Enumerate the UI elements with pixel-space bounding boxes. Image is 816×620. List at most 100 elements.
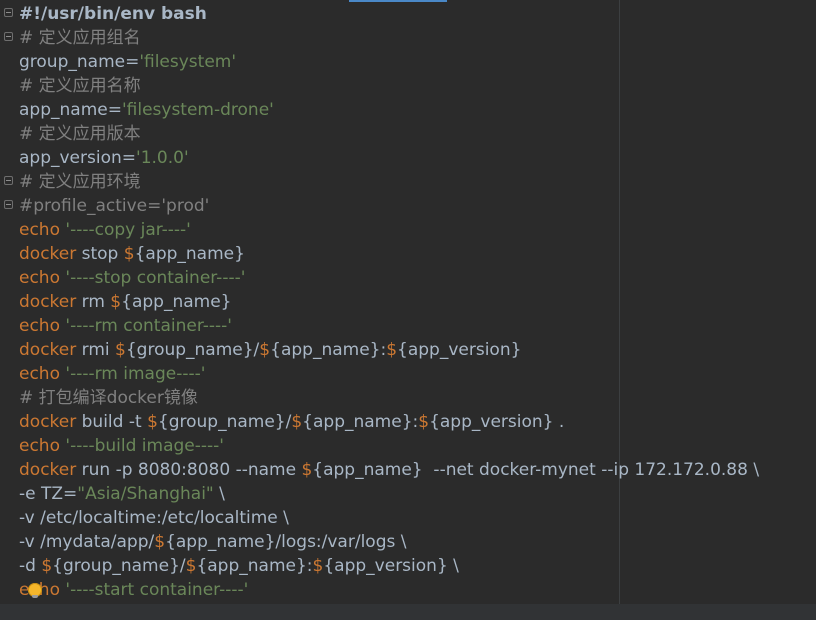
code-line[interactable]: group_name='filesystem': [19, 50, 759, 74]
code-token: rm: [76, 292, 111, 312]
code-token: 'filesystem': [139, 52, 237, 72]
code-token: {group_name}/: [125, 340, 260, 360]
code-token: echo: [19, 268, 60, 288]
code-line[interactable]: # 打包编译docker镜像: [19, 386, 759, 410]
code-token: $: [115, 340, 126, 360]
code-token: '----rm image----': [65, 364, 206, 384]
code-line[interactable]: # 定义应用环境: [19, 170, 759, 194]
code-token: docker: [19, 244, 77, 264]
code-token: -v /mydata/app/: [19, 532, 155, 552]
horizontal-scrollbar[interactable]: [0, 604, 816, 620]
code-token: $: [123, 244, 135, 264]
code-line[interactable]: docker stop ${app_name}: [19, 242, 759, 266]
code-token: {app_version} \: [323, 556, 459, 576]
code-token: $: [185, 556, 197, 576]
code-token: #profile_active='prod': [19, 196, 210, 216]
code-line[interactable]: echo '----build image----': [19, 434, 759, 458]
code-token: \: [213, 484, 225, 504]
code-token: 'filesystem-drone': [121, 100, 274, 120]
code-token: $: [110, 292, 122, 312]
code-token: -v /etc/localtime:/etc/localtime \: [19, 508, 289, 528]
code-token: # 定义应用名称: [19, 76, 141, 96]
code-token: $: [41, 556, 53, 576]
code-token: run -p 8080:8080 --name: [76, 460, 302, 480]
code-token: stop: [76, 244, 124, 264]
code-line[interactable]: docker rm ${app_name}: [19, 290, 759, 314]
code-line[interactable]: docker build -t ${group_name}/${app_name…: [19, 410, 759, 434]
code-token: '----rm container----': [65, 316, 232, 336]
code-line[interactable]: docker run -p 8080:8080 --name ${app_nam…: [19, 458, 759, 482]
code-token: # 定义应用版本: [19, 124, 141, 144]
code-token: {app_version}: [397, 340, 522, 360]
code-line[interactable]: # 定义应用版本: [19, 122, 759, 146]
code-token: {app_name}:: [270, 340, 387, 360]
code-line[interactable]: #profile_active='prod': [19, 194, 759, 218]
code-token: build -t: [76, 412, 148, 432]
code-token: {app_name}: [121, 292, 232, 312]
code-token: rmi: [76, 340, 116, 360]
code-line[interactable]: #!/usr/bin/env bash: [19, 2, 759, 26]
code-token: docker: [19, 340, 77, 360]
code-token: app_name=: [19, 100, 122, 120]
code-token: group_name=: [19, 52, 140, 72]
code-line[interactable]: echo '----copy jar----': [19, 218, 759, 242]
code-line[interactable]: echo '----rm image----': [19, 362, 759, 386]
code-token: '1.0.0': [136, 148, 189, 168]
code-token: $: [259, 340, 271, 360]
right-margin-guide: [619, 0, 620, 604]
fold-marker-icon[interactable]: [4, 200, 13, 209]
code-line[interactable]: -v /mydata/app/${app_name}/logs:/var/log…: [19, 530, 759, 554]
code-token: $: [154, 532, 166, 552]
code-token: docker: [19, 460, 77, 480]
code-token: # 定义应用组名: [19, 28, 141, 48]
code-token: {app_name}/logs:/var/logs \: [165, 532, 407, 552]
code-token: app_version=: [19, 148, 137, 168]
code-token: echo: [19, 220, 60, 240]
fold-marker-icon[interactable]: [4, 176, 13, 185]
code-token: '----build image----': [65, 436, 224, 456]
code-token: {group_name}/: [157, 412, 292, 432]
code-token: $: [386, 340, 398, 360]
code-token: {group_name}/: [52, 556, 186, 576]
code-line[interactable]: -v /etc/localtime:/etc/localtime \: [19, 506, 759, 530]
code-line[interactable]: docker rmi ${group_name}/${app_name}:${a…: [19, 338, 759, 362]
intention-bulb-icon[interactable]: [28, 583, 42, 598]
code-token: docker: [19, 292, 77, 312]
code-token: {app_name} --net docker-mynet --ip 172.1…: [312, 460, 760, 480]
code-token: "Asia/Shanghai": [77, 484, 214, 504]
code-token: # 打包编译docker镜像: [19, 388, 198, 408]
code-line[interactable]: # 定义应用组名: [19, 26, 759, 50]
fold-marker-icon[interactable]: [4, 8, 13, 17]
code-token: '----stop container----': [65, 268, 246, 288]
code-line[interactable]: echo '----start container----': [19, 578, 759, 602]
code-token: echo: [19, 316, 60, 336]
code-line[interactable]: echo '----stop container----': [19, 266, 759, 290]
code-token: $: [418, 412, 430, 432]
code-line[interactable]: app_version='1.0.0': [19, 146, 759, 170]
code-token: {app_name}:: [302, 412, 419, 432]
code-line[interactable]: echo '----rm container----': [19, 314, 759, 338]
code-token: # 定义应用环境: [19, 172, 141, 192]
code-token: {app_version} .: [429, 412, 565, 432]
code-line[interactable]: -d ${group_name}/${app_name}:${app_versi…: [19, 554, 759, 578]
code-token: -e TZ=: [19, 484, 78, 504]
code-token: $: [301, 460, 313, 480]
fold-marker-icon[interactable]: [4, 32, 13, 41]
code-token: $: [312, 556, 324, 576]
code-token: '----start container----': [65, 580, 249, 600]
code-line[interactable]: app_name='filesystem-drone': [19, 98, 759, 122]
code-token: #!/usr/bin/env bash: [19, 4, 207, 24]
code-token: echo: [19, 436, 60, 456]
active-tab-indicator: [349, 0, 447, 2]
code-token: -d: [19, 556, 42, 576]
code-line[interactable]: # 定义应用名称: [19, 74, 759, 98]
code-token: '----copy jar----': [65, 220, 191, 240]
code-token: {app_name}:: [196, 556, 313, 576]
code-token: {app_name}: [134, 244, 245, 264]
code-line[interactable]: -e TZ="Asia/Shanghai" \: [19, 482, 759, 506]
code-token: $: [147, 412, 158, 432]
code-token: echo: [19, 364, 60, 384]
code-token: docker: [19, 412, 77, 432]
